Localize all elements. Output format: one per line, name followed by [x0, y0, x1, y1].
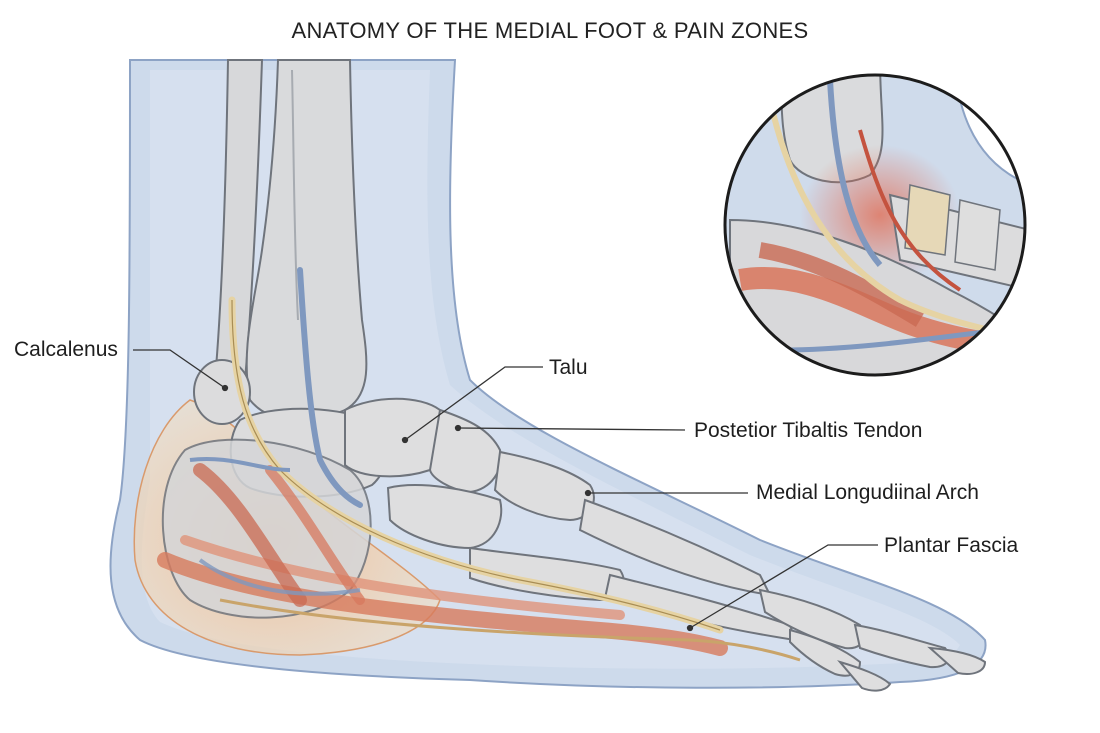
leader-talus [404, 366, 543, 441]
inset-detail-view [723, 73, 1027, 377]
label-calcaneus: Calcalenus [14, 338, 118, 361]
label-talus: Talu [549, 356, 588, 379]
diagram-title: ANATOMY OF THE MEDIAL FOOT & PAIN ZONES [291, 18, 809, 43]
leader-plantar-fascia [689, 544, 878, 629]
label-medial-arch: Medial Longudiinal Arch [756, 481, 979, 504]
leader-lines [133, 349, 878, 632]
label-plantar-fascia: Plantar Fascia [884, 534, 1019, 557]
leader-calcaneus [133, 349, 226, 389]
leader-posterior-tibialis [457, 427, 686, 431]
tibial-nerve [297, 267, 363, 508]
plantar-fascia [219, 598, 801, 662]
label-posterior-tibialis: Postetior Tibaltis Tendon [694, 419, 923, 442]
